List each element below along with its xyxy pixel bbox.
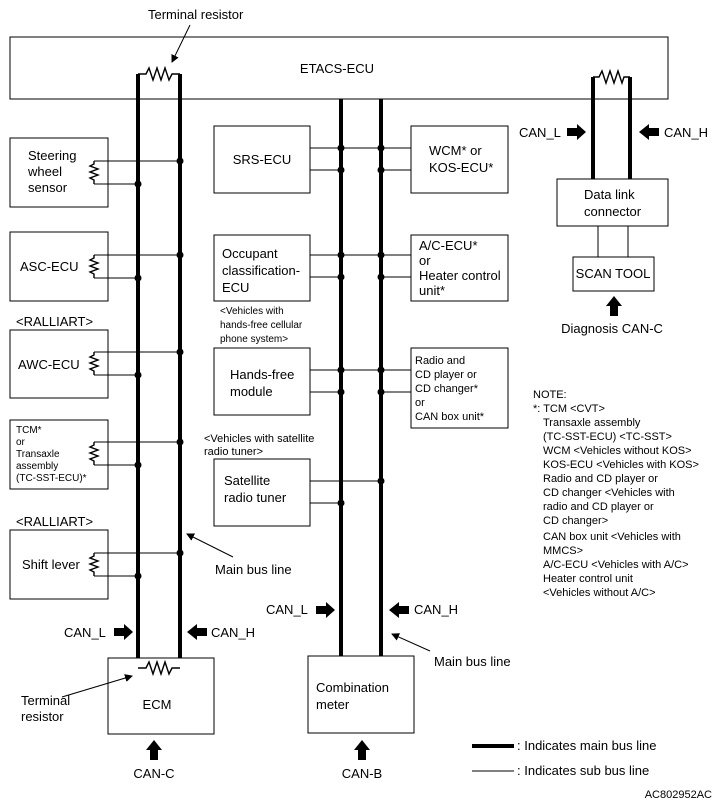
ecm-label: ECM: [143, 697, 172, 712]
steering-node-l: [134, 180, 142, 188]
hands-free-module-box: [213, 347, 311, 416]
dlc-can-h-label: CAN_H: [664, 125, 708, 140]
ac-ecu-label: A/C-ECU* or Heater control unit*: [419, 238, 504, 298]
left-can-h-label: CAN_H: [211, 625, 255, 640]
satellite-node-h: [377, 477, 385, 485]
awc-node-h: [176, 348, 184, 356]
can-b-arrow: [354, 740, 370, 760]
terminal-resistor-top: [138, 65, 180, 83]
hands-free-module-label: Hands-free module: [230, 367, 298, 399]
shift-node-l: [134, 572, 142, 580]
data-link-connector-label: Data link connector: [584, 187, 642, 219]
etacs-ecu-label: ETACS-ECU: [300, 61, 374, 76]
hands-free-note: <Vehicles with hands-free cellular phone…: [220, 306, 305, 345]
tcm-node-l: [134, 461, 142, 469]
occupant-ecu-box: [213, 234, 311, 302]
ac-ecu-box: [410, 234, 509, 302]
middle-main-bus-pointer: [391, 633, 431, 652]
dlc-can-l-label: CAN_L: [519, 125, 561, 140]
ralliart-label-1: <RALLIART>: [16, 314, 93, 329]
satellite-tuner-label: Satellite radio tuner: [224, 473, 287, 505]
asc-node-h: [176, 251, 184, 259]
can-b-label: CAN-B: [342, 766, 382, 781]
ralliart-label-2: <RALLIART>: [16, 514, 93, 529]
wcm-node-l: [337, 144, 345, 152]
middle-can-l-label: CAN_L: [266, 602, 308, 617]
occupant-ecu-label: Occupant classification- ECU: [222, 246, 304, 295]
wcm-node-h: [377, 166, 385, 174]
radio-node-h: [377, 388, 385, 396]
wcm-label: WCM* or KOS-ECU*: [429, 143, 493, 175]
steering-wheel-sensor-label: Steering wheel sensor: [27, 148, 80, 195]
wcm-box: [410, 125, 509, 194]
srs-node-l: [337, 166, 345, 174]
shift-node-h: [176, 549, 184, 557]
ac-node-l: [337, 251, 345, 259]
terminal-resistor-bottom-pointer: [61, 674, 133, 698]
shift-sub-resistor: [88, 553, 100, 576]
legend-sub-label: : Indicates sub bus line: [517, 763, 649, 778]
awc-sub-resistor: [88, 352, 100, 375]
dlc-can-l-arrow: [567, 124, 586, 140]
diagnosis-label: Diagnosis CAN-C: [561, 321, 663, 336]
left-main-bus-label: Main bus line: [215, 562, 292, 577]
left-can-l-arrow: [114, 624, 133, 640]
awc-ecu-label: AWC-ECU: [18, 357, 80, 372]
tcm-node-h: [176, 438, 184, 446]
satellite-tuner-box: [213, 458, 311, 527]
tcm-box: [9, 419, 109, 490]
steering-node-h: [176, 157, 184, 165]
middle-can-h-arrow: [389, 602, 409, 618]
left-can-h-arrow: [187, 624, 207, 640]
scan-tool-label: SCAN TOOL: [576, 266, 651, 281]
awc-node-l: [134, 371, 142, 379]
ac-node-h: [377, 273, 385, 281]
occupant-node-l: [337, 273, 345, 281]
tcm-label: TCM* or Transaxle assembly (TC-SST-ECU)*: [16, 425, 87, 484]
can-c-label: CAN-C: [133, 766, 174, 781]
satellite-node-l: [337, 499, 345, 507]
hands-free-node-l: [337, 388, 345, 396]
combination-meter-box: [307, 655, 415, 734]
steering-sub-resistor: [88, 161, 100, 184]
dlc-terminal-resistor: [593, 68, 630, 86]
left-main-bus-pointer: [186, 533, 234, 558]
terminal-resistor-top-pointer: [171, 24, 191, 63]
legend-main-label: : Indicates main bus line: [517, 738, 656, 753]
radio-box: [410, 347, 509, 429]
shift-lever-label: Shift lever: [22, 557, 80, 572]
dlc-can-h-arrow: [639, 124, 659, 140]
ecm-box: [107, 657, 215, 735]
figure-id: AC802952AC: [645, 789, 712, 801]
asc-sub-resistor: [88, 255, 100, 278]
terminal-resistor-bottom-label: Terminal resistor: [21, 693, 74, 724]
radio-node-l: [337, 366, 345, 374]
srs-ecu-label: SRS-ECU: [233, 152, 292, 167]
scan-tool-box: [572, 256, 655, 292]
data-link-connector-box: [556, 178, 669, 227]
middle-can-l-arrow: [316, 602, 335, 618]
note-block: NOTE: *: TCM <CVT> Transaxle assembly (T…: [533, 389, 702, 599]
middle-can-h-label: CAN_H: [414, 602, 458, 617]
etacs-ecu-box: [9, 36, 669, 100]
middle-main-bus-label: Main bus line: [434, 654, 511, 669]
tcm-sub-resistor: [88, 442, 100, 465]
radio-label: Radio and CD player or CD changer* or CA…: [415, 355, 485, 423]
srs-ecu-box: [213, 125, 311, 194]
asc-ecu-label: ASC-ECU: [20, 259, 79, 274]
asc-node-l: [134, 274, 142, 282]
can-c-arrow: [146, 740, 162, 760]
satellite-note: <Vehicles with satellite radio tuner>: [204, 433, 317, 458]
ecm-terminal-resistor: [138, 659, 180, 677]
combination-meter-label: Combination meter: [316, 680, 393, 712]
left-can-l-label: CAN_L: [64, 625, 106, 640]
terminal-resistor-top-label: Terminal resistor: [148, 7, 244, 22]
diagnosis-arrow: [606, 296, 622, 316]
